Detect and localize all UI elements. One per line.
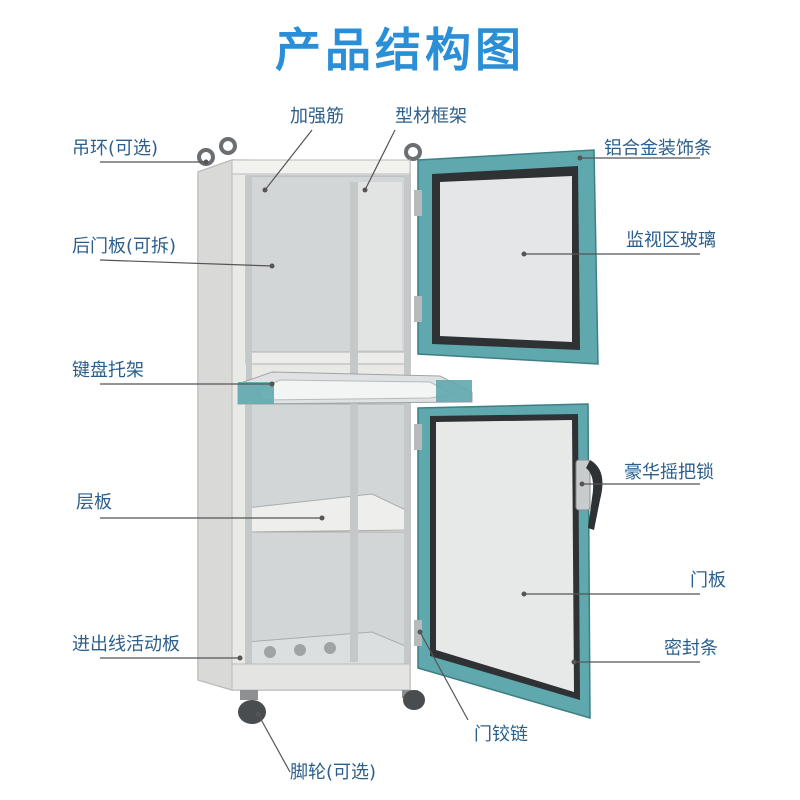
label-back-panel: 后门板(可拆) <box>72 236 177 257</box>
label-trim: 铝合金装饰条 <box>604 138 712 159</box>
upper-glass-door <box>414 149 599 365</box>
page-title: 产品结构图 <box>275 23 525 77</box>
lower-door-panel <box>414 403 591 720</box>
label-keyboard: 键盘托架 <box>72 360 144 381</box>
label-cable-plate: 进出线活动板 <box>72 634 180 655</box>
label-ring: 吊环(可选) <box>72 138 159 159</box>
label-rib: 加强筋 <box>290 106 344 127</box>
label-door-panel: 门板 <box>690 570 726 591</box>
label-frame: 型材框架 <box>395 106 467 127</box>
keyboard-tray <box>237 371 473 405</box>
label-caster: 脚轮(可选) <box>290 762 377 783</box>
label-glass: 监视区玻璃 <box>626 230 716 251</box>
cabinet-body <box>197 159 411 691</box>
caster-wheel-icon <box>238 690 425 724</box>
label-seal: 密封条 <box>664 638 718 659</box>
label-shelf: 层板 <box>76 492 112 513</box>
label-lock: 豪华摇把锁 <box>624 462 714 483</box>
leader-lines <box>99 129 700 773</box>
leader-dots <box>203 155 585 717</box>
label-hinge: 门铰链 <box>474 724 528 745</box>
